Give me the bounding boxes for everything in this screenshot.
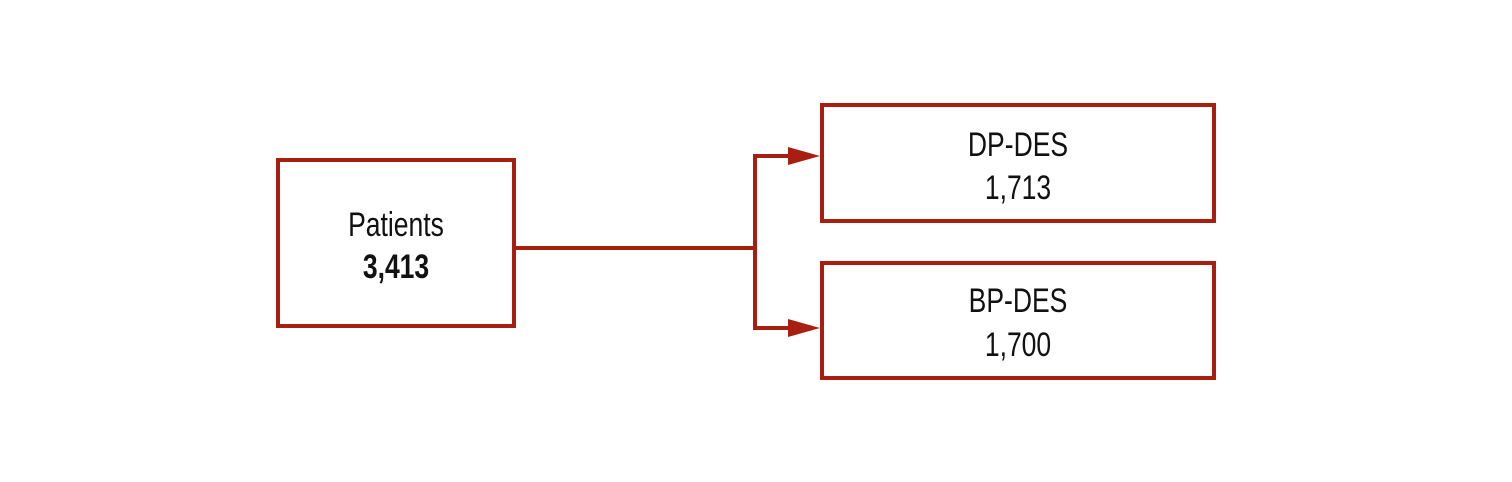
bp-des-label: BP-DES <box>969 282 1068 320</box>
bp-des-count: 1,700 <box>985 326 1051 364</box>
patients-count: 3,413 <box>363 248 429 286</box>
dp-des-label: DP-DES <box>968 126 1068 164</box>
dp-des-box: DP-DES 1,713 <box>820 103 1216 223</box>
connector-lines <box>514 147 820 337</box>
branch-connector <box>514 154 792 330</box>
bp-des-box: BP-DES 1,700 <box>820 261 1216 380</box>
patients-box: Patients 3,413 <box>276 158 516 328</box>
dp-des-count: 1,713 <box>985 169 1051 207</box>
patients-label: Patients <box>348 206 444 244</box>
arrow-to-dp-des-icon <box>788 147 820 165</box>
arrow-to-bp-des-icon <box>788 319 820 337</box>
